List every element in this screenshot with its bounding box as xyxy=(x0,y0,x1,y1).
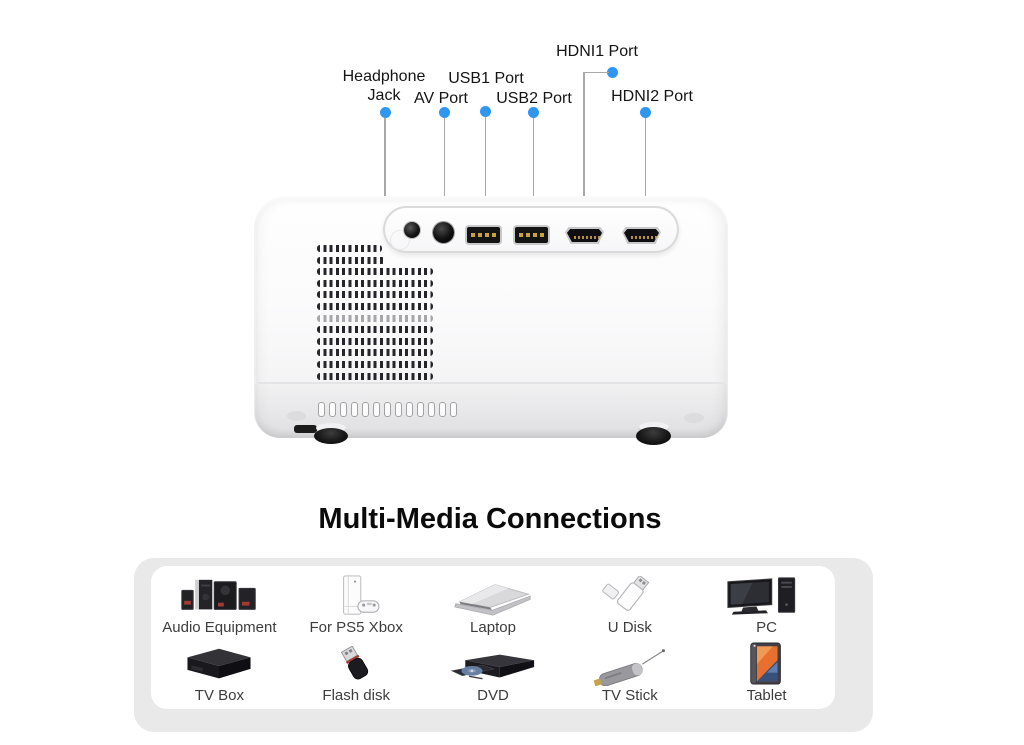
callout-label-av-port: AV Port xyxy=(414,90,468,107)
device-label: U Disk xyxy=(607,619,652,636)
device-item-audio-equipment: Audio Equipment xyxy=(151,572,288,636)
pc-icon xyxy=(724,574,810,618)
device-label: TV Stick xyxy=(601,687,658,704)
callout-label-hdmi2-port: HDNI2 Port xyxy=(611,88,693,105)
device-item-flash-disk: Flash disk xyxy=(288,644,425,704)
laptop-icon xyxy=(450,574,536,618)
projector-foot-right xyxy=(636,427,671,445)
body-seam-line xyxy=(257,382,725,384)
callout-dot-usb2-port xyxy=(528,107,539,118)
leader-line-usb1 xyxy=(484,117,486,227)
hdmi-pins xyxy=(631,236,657,239)
usb-pins xyxy=(471,233,496,237)
screw-mount-right xyxy=(684,413,704,423)
rubber-pad-left xyxy=(294,425,317,433)
callout-dot-hdmi2-port xyxy=(640,107,651,118)
device-label: TV Box xyxy=(194,687,244,704)
callout-label-usb2-port: USB2 Port xyxy=(496,90,572,107)
screw-mount-left xyxy=(287,411,306,421)
device-item-tv-stick: TV Stick xyxy=(561,644,698,704)
callout-label-headphone-jack: Headphone Jack xyxy=(342,68,426,104)
device-label: DVD xyxy=(477,687,509,704)
leader-line-headphone xyxy=(384,118,386,230)
dvd-player-icon xyxy=(450,644,536,686)
callout-dot-av-port xyxy=(439,107,450,118)
headphone-jack-port xyxy=(404,222,420,238)
section-title: Multi-Media Connections xyxy=(318,503,662,535)
device-label: Laptop xyxy=(470,619,516,636)
device-label: Flash disk xyxy=(322,687,390,704)
u-disk-icon xyxy=(587,574,673,618)
device-label: For PS5 Xbox xyxy=(309,619,403,636)
tv-stick-icon xyxy=(587,644,673,686)
device-row-2: TV Box Flash disk xyxy=(151,642,835,704)
device-item-dvd: DVD xyxy=(425,644,562,704)
callout-dot-hdmi1-port xyxy=(607,67,618,78)
usb2-port xyxy=(515,227,548,243)
projector-foot-left xyxy=(314,428,348,444)
device-row-1: Audio Equipment For PS5 Xbox xyxy=(151,572,835,636)
leader-line-av xyxy=(443,118,445,223)
flash-disk-icon xyxy=(313,644,399,686)
tv-box-icon xyxy=(176,644,262,686)
hdmi-inner xyxy=(567,229,602,242)
projector-rear-image xyxy=(254,196,728,445)
device-item-tv-box: TV Box xyxy=(151,644,288,704)
hdmi-pins xyxy=(574,236,600,239)
hdmi1-port xyxy=(565,227,604,244)
callout-dot-usb1-port xyxy=(480,106,491,117)
callout-label-hdmi1-port: HDNI1 Port xyxy=(556,43,638,60)
usb1-port xyxy=(467,227,500,243)
vent-grille xyxy=(317,245,433,381)
usb-pins xyxy=(519,233,544,237)
leader-line-hdmi1 xyxy=(583,71,585,229)
game-console-icon xyxy=(313,574,399,618)
device-item-game-console: For PS5 Xbox xyxy=(288,572,425,636)
device-label: PC xyxy=(756,619,777,636)
tablet-icon xyxy=(724,642,810,686)
callout-dot-headphone-jack xyxy=(380,107,391,118)
device-item-tablet: Tablet xyxy=(698,642,835,704)
leader-line-hdmi1 xyxy=(583,71,609,73)
device-label: Audio Equipment xyxy=(162,619,277,636)
bottom-vent-slots xyxy=(318,402,457,417)
rear-port-panel xyxy=(383,206,679,253)
callout-label-usb1-port: USB1 Port xyxy=(448,70,524,87)
leader-line-hdmi2 xyxy=(644,118,646,228)
leader-line-usb2 xyxy=(532,118,534,227)
hdmi-inner xyxy=(624,229,659,242)
recess-ring xyxy=(390,230,410,250)
audio-equipment-icon xyxy=(176,574,262,618)
device-item-u-disk: U Disk xyxy=(561,572,698,636)
device-item-laptop: Laptop xyxy=(425,572,562,636)
hdmi2-port xyxy=(622,227,661,244)
device-item-pc: PC xyxy=(698,572,835,636)
device-label: Tablet xyxy=(746,687,787,704)
av-port xyxy=(433,222,454,243)
